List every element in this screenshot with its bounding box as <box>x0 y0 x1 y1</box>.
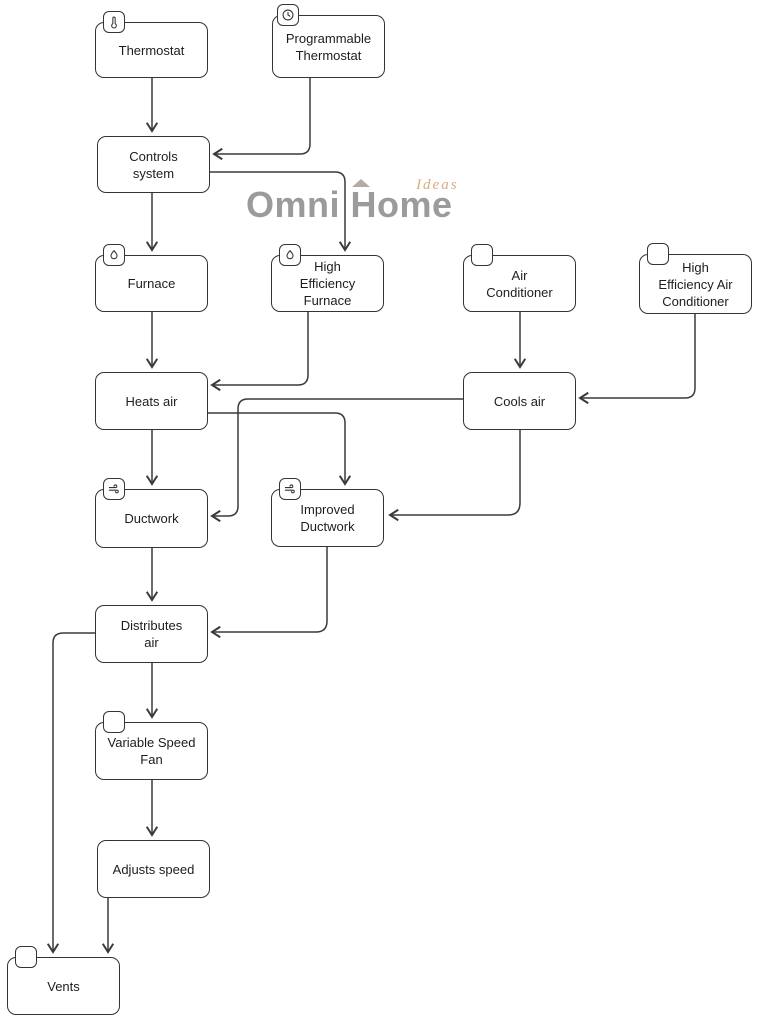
edge-improved-ductwork-distributes-air <box>210 546 328 639</box>
node-label: Improved Ductwork <box>300 502 355 534</box>
node-variable-speed-fan: Variable Speed Fan <box>95 711 208 780</box>
node-high-efficiency-furnace: High Efficiency Furnace <box>271 244 384 312</box>
wind-icon <box>279 478 301 500</box>
node-adjusts-speed: Adjusts speed <box>97 840 210 898</box>
edge-programmable-thermostat-controls <box>212 78 311 161</box>
node-ductwork: Ductwork <box>95 478 208 548</box>
flame-icon <box>279 244 301 266</box>
node-label: Vents <box>47 978 80 994</box>
watermark-word-omni: Omni <box>246 184 341 225</box>
flame-icon <box>103 244 125 266</box>
clock-icon <box>277 4 299 26</box>
node-label: Furnace <box>127 276 176 291</box>
wind-icon <box>103 478 125 500</box>
node-label: Air Conditioner <box>486 267 553 300</box>
node-high-efficiency-air-conditioner: High Efficiency Air Conditioner <box>639 243 752 314</box>
watermark-brand: Omni Home <box>246 179 453 226</box>
node-label: Programmable Thermostat <box>285 30 372 63</box>
node-label: High Efficiency Air Conditioner <box>658 259 733 309</box>
node-label: Thermostat <box>118 42 185 58</box>
node-label: Ductwork <box>124 511 179 526</box>
node-furnace: Furnace <box>95 244 208 312</box>
node-label: Controls system <box>129 148 178 181</box>
node-programmable-thermostat: Programmable Thermostat <box>272 4 385 78</box>
node-label: Variable Speed Fan <box>107 735 196 767</box>
node-vents: Vents <box>7 946 120 1015</box>
watermark-tagline: Ideas <box>416 177 459 193</box>
watermark-word-home: Home <box>351 179 453 226</box>
node-label: Distributes air <box>120 618 183 650</box>
node-distributes-air: Distributes air <box>95 605 208 663</box>
blank-icon <box>15 946 37 968</box>
thermometer-icon <box>103 11 125 33</box>
blank-icon <box>471 244 493 266</box>
node-controls-system: Controls system <box>97 136 210 193</box>
blank-icon <box>647 243 669 265</box>
node-label: Cools air <box>493 393 546 409</box>
edge-heats-air-improved-ductwork <box>208 412 352 486</box>
watermark: Ideas Omni Home <box>246 177 457 226</box>
node-label: Heats air <box>125 393 178 409</box>
edge-high-efficiency-furnace-heats-air <box>210 312 309 392</box>
edge-distributes-air-vents <box>46 632 95 954</box>
node-heats-air: Heats air <box>95 372 208 430</box>
node-cools-air: Cools air <box>463 372 576 430</box>
node-improved-ductwork: Improved Ductwork <box>271 478 384 547</box>
edge-controls-high-efficiency-furnace <box>210 171 352 252</box>
node-thermostat: Thermostat <box>95 11 208 78</box>
edge-high-efficiency-air-conditioner-cools-air <box>578 314 696 405</box>
house-roof-icon <box>351 179 370 187</box>
node-label: Adjusts speed <box>112 861 195 877</box>
node-air-conditioner: Air Conditioner <box>463 244 576 312</box>
edge-cools-air-ductwork <box>210 398 463 523</box>
edge-cools-air-improved-ductwork <box>388 430 521 522</box>
blank-icon <box>103 711 125 733</box>
node-label: High Efficiency Furnace <box>299 259 356 308</box>
